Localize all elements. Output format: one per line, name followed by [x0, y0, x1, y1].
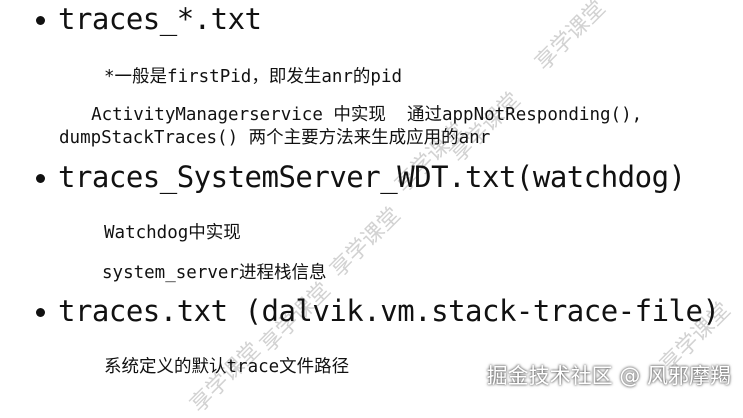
section-line: *一般是firstPid，即发生anr的pid: [104, 67, 403, 87]
section-line: 系统定义的默认trace文件路径: [104, 357, 350, 377]
bullet-icon: [36, 308, 45, 317]
section-title: traces_SystemServer_WDT.txt(watchdog): [58, 160, 686, 194]
bullet-icon: [36, 16, 45, 25]
section-title: traces.txt (dalvik.vm.stack-trace-file): [58, 294, 720, 328]
watermark-text: 享学课堂: [325, 202, 406, 283]
section-title: traces_*.txt: [58, 2, 262, 36]
section-line: system_server进程栈信息: [102, 263, 327, 283]
section-line: dumpStackTraces() 两个主要方法来生成应用的anr: [59, 128, 491, 148]
bullet-icon: [36, 174, 45, 183]
section-line: Watchdog中实现: [104, 223, 241, 243]
watermark-text: 享学课堂: [530, 0, 611, 76]
footer-watermark: 掘金技术社区 @ 风邪摩羯: [486, 364, 731, 388]
section-line: ActivityManagerservice 中实现 通过appNotRespo…: [70, 105, 643, 125]
